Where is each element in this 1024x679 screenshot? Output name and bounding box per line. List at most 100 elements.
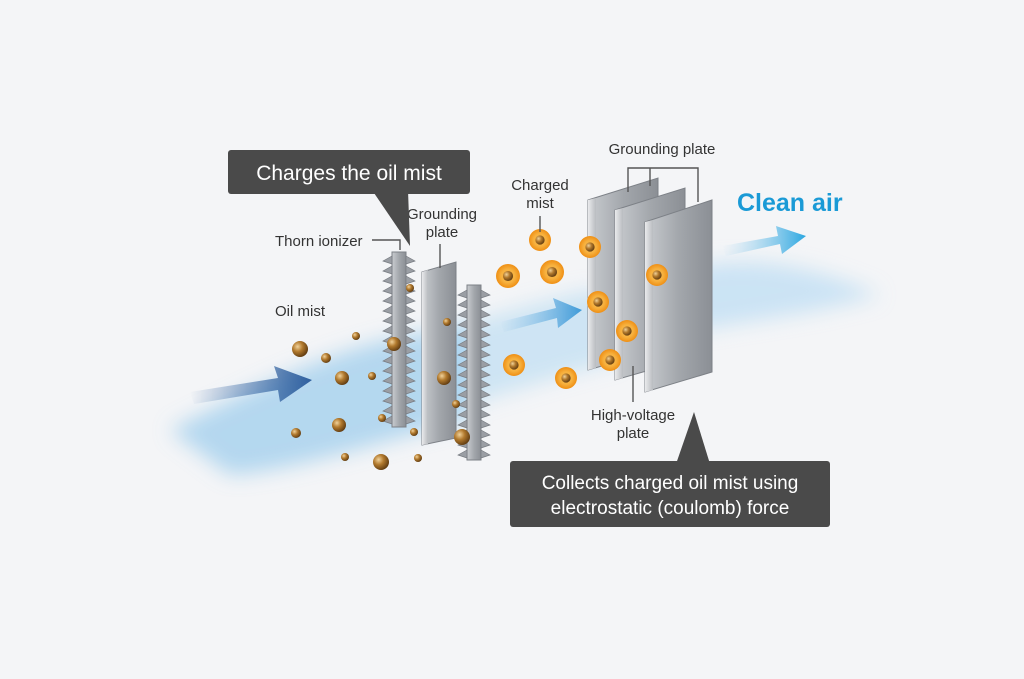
charged-particle [540,260,564,284]
oil-particle [443,318,451,326]
thorn-back-spike-left [457,409,468,419]
charged-particle [503,354,525,376]
charged-particle [587,291,609,313]
thorn-back-spike-right [480,349,491,359]
oil-particle [454,429,470,445]
thorn-front-spike-left [382,275,393,285]
thorn-ionizer-front [382,251,416,428]
thorn-back-spike-right [480,329,491,339]
thorn-front-spike-right [405,415,416,425]
oil-particle [335,371,349,385]
inflow-arrow [190,366,312,404]
callout-collects-line2: electrostatic (coulomb) force [551,498,790,519]
label-grounding-plate-second: Grounding plate [609,141,716,158]
thorn-front-spike-right [405,315,416,325]
charged-oil-core [561,373,571,383]
thorn-back-spike-right [480,319,491,329]
oil-particle [332,418,346,432]
charged-oil-core [546,266,558,278]
thorn-back-spike-right [480,409,491,419]
oil-particle [410,428,418,436]
thorn-front-spike-right [405,375,416,385]
thorn-back-spike-right [480,399,491,409]
thorn-front-spike-right [405,305,416,315]
thorn-front-spike-right [405,295,416,305]
thorn-back-spike-left [457,379,468,389]
thorn-front-spike-right [405,395,416,405]
oil-particle [292,341,308,357]
charged-oil-core [622,326,632,336]
thorn-back-spike-left [457,349,468,359]
thorn-back-spike-right [480,359,491,369]
charged-oil-core [605,355,615,365]
mid-flow-arrow [500,298,582,332]
thorn-back-spike-left [457,329,468,339]
oil-particle [291,428,301,438]
thorn-back-spike-right [480,369,491,379]
charged-particle [555,367,577,389]
thorn-back-spike-right [480,389,491,399]
thorn-back-spike-left [457,289,468,299]
thorn-back-spike-right [480,429,491,439]
thorn-back-spike-left [457,369,468,379]
thorn-back-spike-left [457,419,468,429]
thorn-front-spike-right [405,355,416,365]
label-charged-mist-line2: mist [526,195,554,212]
thorn-front-spike-left [382,395,393,405]
charged-particle [579,236,601,258]
callout-charges: Charges the oil mist [228,150,470,246]
thorn-front-spike-left [382,255,393,265]
label-high-voltage-line1: High-voltage [591,407,675,424]
charged-particle [646,264,668,286]
callout-collects: Collects charged oil mist using electros… [510,412,830,527]
charged-oil-core [593,297,603,307]
thorn-back-spike-left [457,399,468,409]
leader-lines [372,167,699,402]
label-oil-mist: Oil mist [275,303,326,320]
thorn-back-spike-right [480,339,491,349]
callout-charges-text: Charges the oil mist [256,162,442,185]
label-thorn-ionizer: Thorn ionizer [275,233,363,250]
oil-particle [437,371,451,385]
charged-particle [616,320,638,342]
thorn-front-spike-right [405,255,416,265]
label-grounding-plate-first-line2: plate [426,224,459,241]
thorn-front-spike-left [382,415,393,425]
label-charged-mist-line1: Charged [511,177,569,194]
charged-oil-core [535,235,545,245]
charged-oil-core [502,270,514,282]
thorn-front-spike-right [405,325,416,335]
thorn-front-spike-left [382,325,393,335]
oil-particle [387,337,401,351]
thorn-front-spike-right [405,335,416,345]
oil-particle [321,353,331,363]
thorn-back-spike-right [480,439,491,449]
oil-particle [352,332,360,340]
thorn-back-spike-right [480,379,491,389]
collector-plate-3 [644,199,713,393]
charged-oil-core [509,360,519,370]
label-high-voltage-line2: plate [617,425,650,442]
thorn-front-spike-right [405,405,416,415]
thorn-back-spike-left [457,309,468,319]
thorn-front-spike-right [405,265,416,275]
thorn-back-spike-left [457,449,468,459]
charged-mist-particles [496,229,668,389]
thorn-back-spike-right [480,309,491,319]
thorn-back-spike-right [480,299,491,309]
thorn-back-spike-left [457,339,468,349]
thorn-back-spike-left [457,299,468,309]
thorn-front-spike-left [382,385,393,395]
grounding-plate-first [421,261,457,446]
thorn-front-spike-right [405,365,416,375]
charged-oil-core [585,242,595,252]
thorn-front-spike-right [405,345,416,355]
thorn-back-spike-left [457,389,468,399]
thorn-front-spike-left [382,405,393,415]
label-grounding-plate-first-line1: Grounding [407,206,477,223]
oil-particle [406,284,414,292]
label-clean-air: Clean air [737,189,843,217]
thorn-front-spike-left [382,265,393,275]
